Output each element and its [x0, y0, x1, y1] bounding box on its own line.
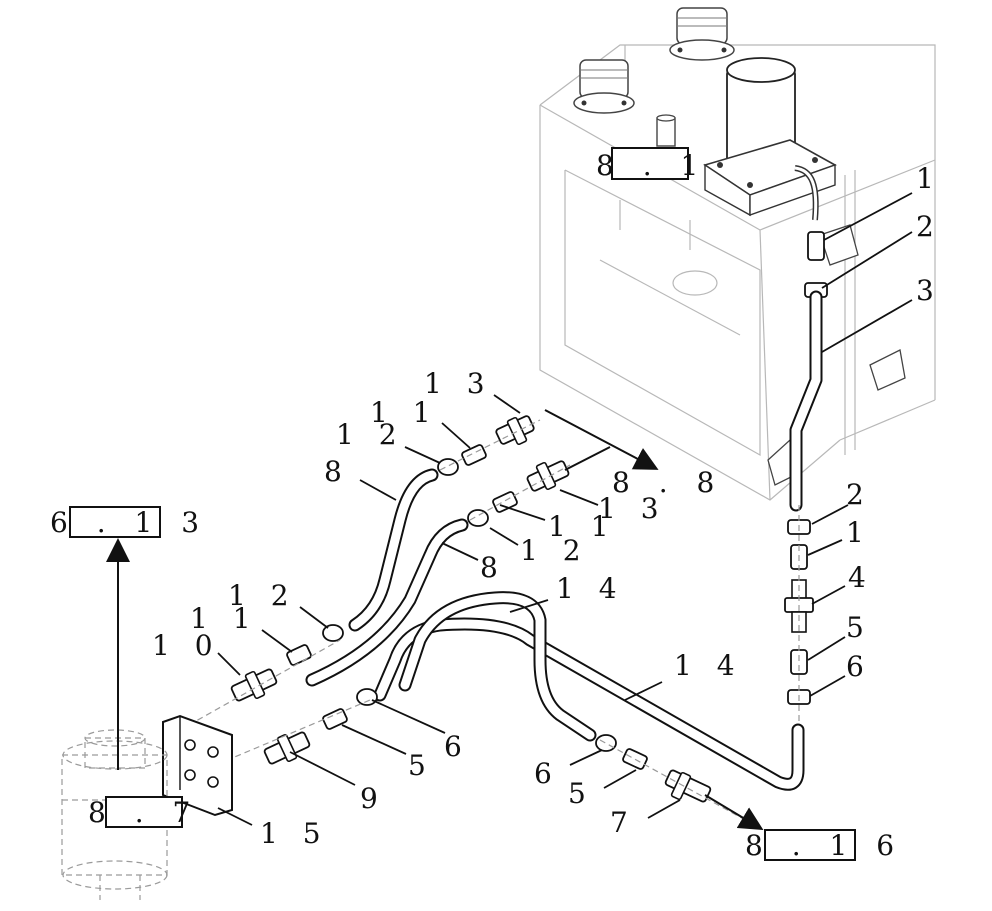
part-label: 5: [408, 749, 434, 782]
filler-cap-right: [669, 7, 735, 61]
ref-box-tank: 8 . 1: [596, 147, 708, 182]
part-label: 1 2: [336, 418, 405, 451]
ref-box-8-16: 8 . 1 6: [745, 829, 904, 862]
return-filter: [703, 57, 837, 217]
flange-15: [162, 714, 233, 817]
part-label: 1 5: [260, 817, 329, 850]
suction-line-vertical: [784, 231, 828, 730]
part-label: 1 4: [556, 572, 625, 605]
part-label: 1 0: [152, 629, 221, 662]
part-label: 1 1: [190, 602, 259, 635]
ref-box-6-13: 6 . 1 3: [50, 506, 209, 539]
part-label: 1 3: [598, 492, 667, 525]
ref-tank-label: 8 . 1: [596, 149, 708, 182]
part-label: 1 1: [548, 510, 617, 543]
part-label: 9: [360, 782, 386, 815]
part-label: 6: [444, 730, 470, 763]
part-label: 4: [848, 561, 874, 594]
ref-box-pump: 8 . 7: [88, 796, 200, 829]
part-label: 3: [916, 274, 942, 307]
part-label: 1: [916, 162, 942, 195]
part-number-labels: 1 2 3 2 1 4 5 6 1 3 1 1 1 2 8 1 3 1 1 1 …: [152, 162, 942, 850]
flow-arrows: [106, 409, 764, 831]
part-label: 7: [610, 806, 636, 839]
part-label: 2: [846, 478, 872, 511]
part-label: 2: [916, 210, 942, 243]
pipes-8: [305, 468, 469, 687]
part-label: 1 2: [228, 579, 297, 612]
part-label: 6: [846, 650, 872, 683]
part-label: 1 3: [424, 367, 493, 400]
lower-right-fittings: [595, 734, 761, 829]
part-label: 8: [480, 551, 506, 584]
filler-cap-left: [573, 59, 635, 114]
part-label: 6: [534, 757, 560, 790]
part-label: 1 1: [370, 396, 439, 429]
part-label: 5: [846, 611, 872, 644]
part-label: 5: [568, 777, 594, 810]
pipes-14: [373, 591, 805, 791]
part-label: 1: [846, 516, 872, 549]
part-label: 1 2: [520, 534, 589, 567]
part-label: 1 4: [674, 649, 743, 682]
hydraulic-tank: [539, 7, 936, 501]
part-label: 8: [324, 455, 350, 488]
leader-lines: [217, 192, 913, 826]
ref-pump-label: 8 . 7: [88, 796, 200, 829]
ref-8-16-label: 8 . 1 6: [745, 829, 904, 862]
ref-6-13-label: 6 . 1 3: [50, 506, 209, 539]
upper-fittings: [437, 415, 571, 527]
ref-8-8-label: 8 . 8: [612, 466, 724, 499]
